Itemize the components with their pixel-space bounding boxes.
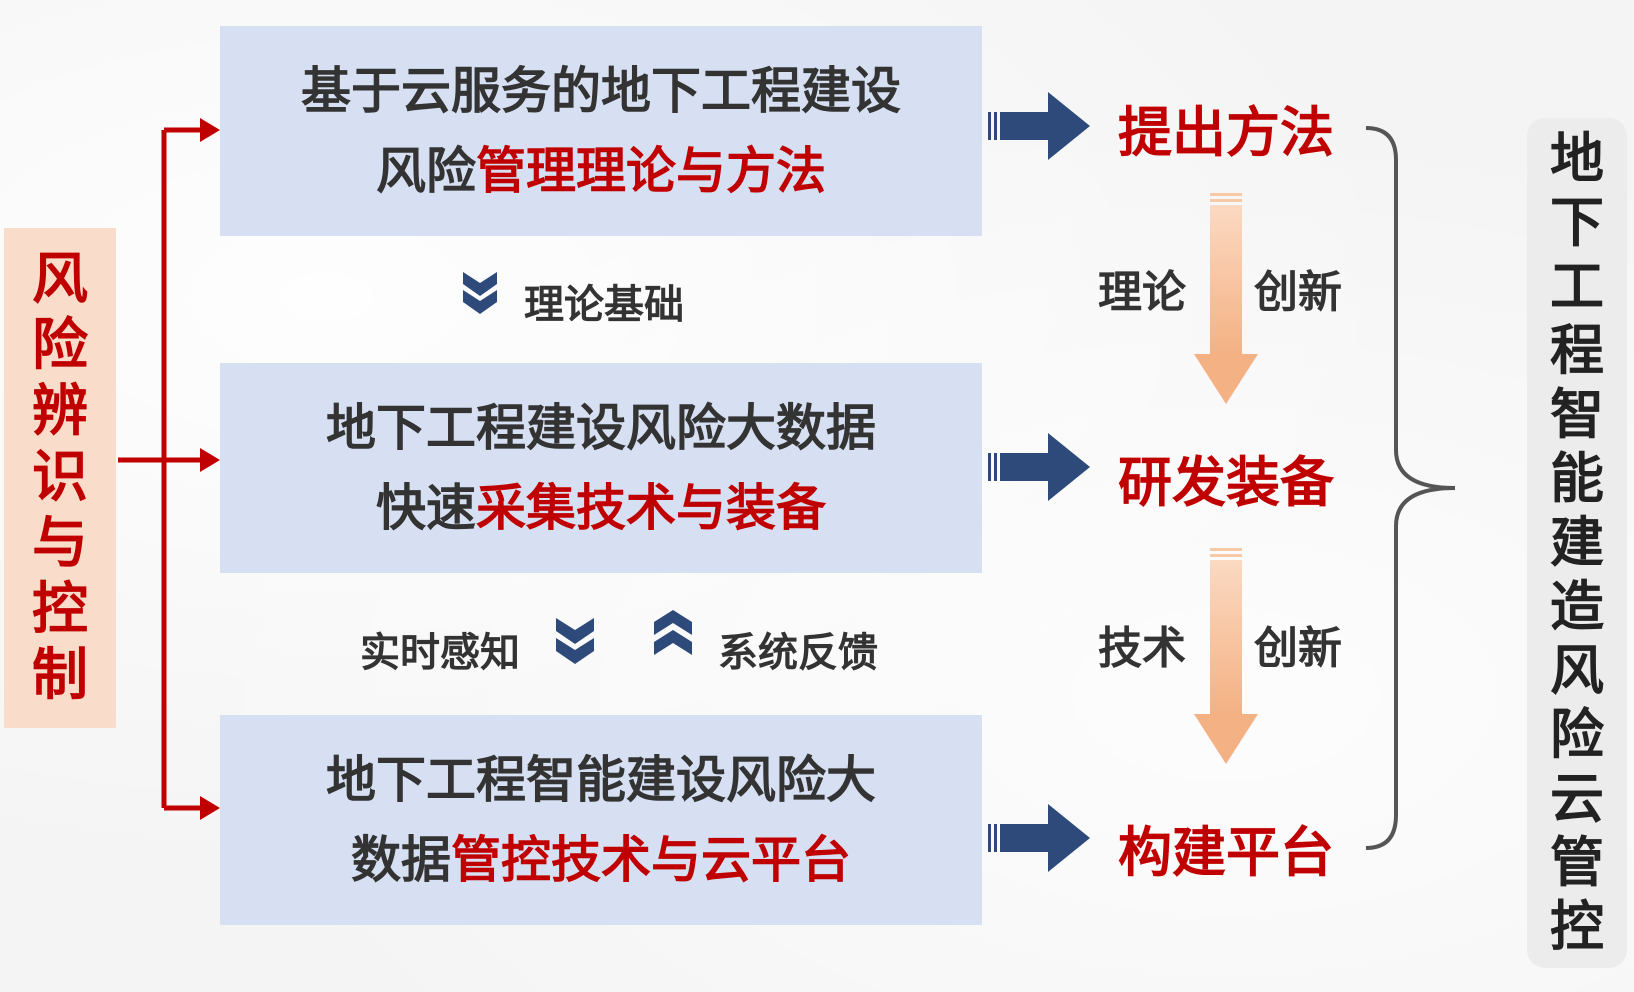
result-propose-method: 提出方法 [1118,101,1334,164]
blue-arrow-right-2 [988,433,1090,501]
box-data-collection: 地下工程建设风险大数据 快速采集技术与装备 [220,363,982,573]
chevron-down-icon-realtime [556,618,594,664]
red-arrowheads [200,118,220,820]
system-feedback-label: 系统反馈 [718,630,878,676]
box-2-line2-red: 采集技术与装备 [476,479,826,537]
result-build-platform: 构建平台 [1118,821,1334,884]
smart-construction-cloud-control-label: 地下工程智能建造风险云管控 [1527,118,1627,968]
box-2-line1: 地下工程建设风险大数据 [326,399,876,457]
red-bracket-connector [118,127,205,811]
box-3-line2-plain: 数据 [351,831,451,889]
innovation-1-right: 创新 [1254,267,1342,318]
left-label-text: 风险辨识与控制 [32,247,88,708]
realtime-sensing-label: 实时感知 [360,630,520,676]
innovation-2-right: 创新 [1254,623,1342,674]
box-theory-method: 基于云服务的地下工程建设 风险管理理论与方法 [220,26,982,236]
box-2-line2: 快速采集技术与装备 [376,468,826,548]
box-3-line2: 数据管控技术与云平台 [351,820,851,900]
peach-arrow-down-theory [1194,193,1258,404]
box-2-line2-plain: 快速 [376,479,476,537]
box-1-line2-plain: 风险 [376,142,476,200]
peach-arrow-down-technology [1194,548,1258,764]
innovation-2-left: 技术 [1098,623,1186,674]
box-1-line1: 基于云服务的地下工程建设 [301,62,901,120]
right-label-text: 地下工程智能建造风险云管控 [1550,127,1604,958]
chevron-down-icon [463,272,497,314]
box-1-line2: 风险管理理论与方法 [376,131,826,211]
box-cloud-platform: 地下工程智能建设风险大 数据管控技术与云平台 [220,715,982,925]
box-3-line2-red: 管控技术与云平台 [451,831,851,889]
box-1-line2-red: 管理理论与方法 [476,142,826,200]
red-arrowhead-1 [200,118,220,142]
red-arrowhead-2 [200,448,220,472]
box-3-line1: 地下工程智能建设风险大 [326,751,876,809]
blue-arrow-right-1 [988,92,1090,160]
innovation-1-left: 理论 [1098,267,1186,318]
chevron-up-icon-feedback [654,610,692,655]
blue-arrows [988,92,1090,872]
risk-identification-control-label: 风险辨识与控制 [4,228,116,728]
blue-arrow-right-3 [988,804,1090,872]
theory-basis-label: 理论基础 [524,282,684,328]
right-curly-brace [1365,126,1456,850]
red-arrowhead-3 [200,796,220,820]
result-develop-equipment: 研发装备 [1118,451,1334,514]
